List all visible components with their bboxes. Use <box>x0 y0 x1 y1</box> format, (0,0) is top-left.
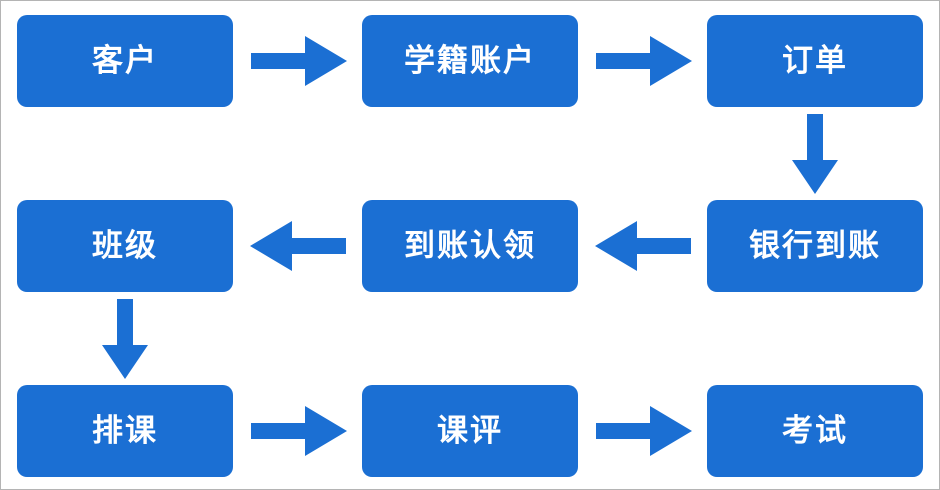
arrow-down-icon-class-to-scheduling <box>102 299 148 379</box>
arrow-down-icon-order-to-bank-received <box>792 114 838 194</box>
node-class[interactable]: 班级 <box>17 200 233 292</box>
arrow-right-icon-course-review-to-exam <box>596 406 692 456</box>
node-label: 课评 <box>437 412 503 449</box>
node-label: 到账认领 <box>404 227 536 264</box>
node-scheduling[interactable]: 排课 <box>17 385 233 477</box>
node-label: 考试 <box>782 412 848 449</box>
node-payment-claim[interactable]: 到账认领 <box>362 200 578 292</box>
node-bank-received[interactable]: 银行到账 <box>707 200 923 292</box>
node-label: 学籍账户 <box>404 42 536 79</box>
node-student-account[interactable]: 学籍账户 <box>362 15 578 107</box>
arrow-right-icon-student-account-to-order <box>596 36 692 86</box>
arrow-left-icon-claim-to-class <box>250 221 346 271</box>
arrow-right-icon-scheduling-to-course-review <box>251 406 347 456</box>
node-label: 订单 <box>782 42 848 79</box>
node-label: 客户 <box>92 42 158 79</box>
node-customer[interactable]: 客户 <box>17 15 233 107</box>
node-course-review[interactable]: 课评 <box>362 385 578 477</box>
node-label: 银行到账 <box>749 227 881 264</box>
node-exam[interactable]: 考试 <box>707 385 923 477</box>
node-order[interactable]: 订单 <box>707 15 923 107</box>
arrow-left-icon-bank-received-to-claim <box>595 221 691 271</box>
node-label: 班级 <box>92 227 158 264</box>
node-label: 排课 <box>92 412 158 449</box>
arrow-right-icon-customer-to-student-account <box>251 36 347 86</box>
